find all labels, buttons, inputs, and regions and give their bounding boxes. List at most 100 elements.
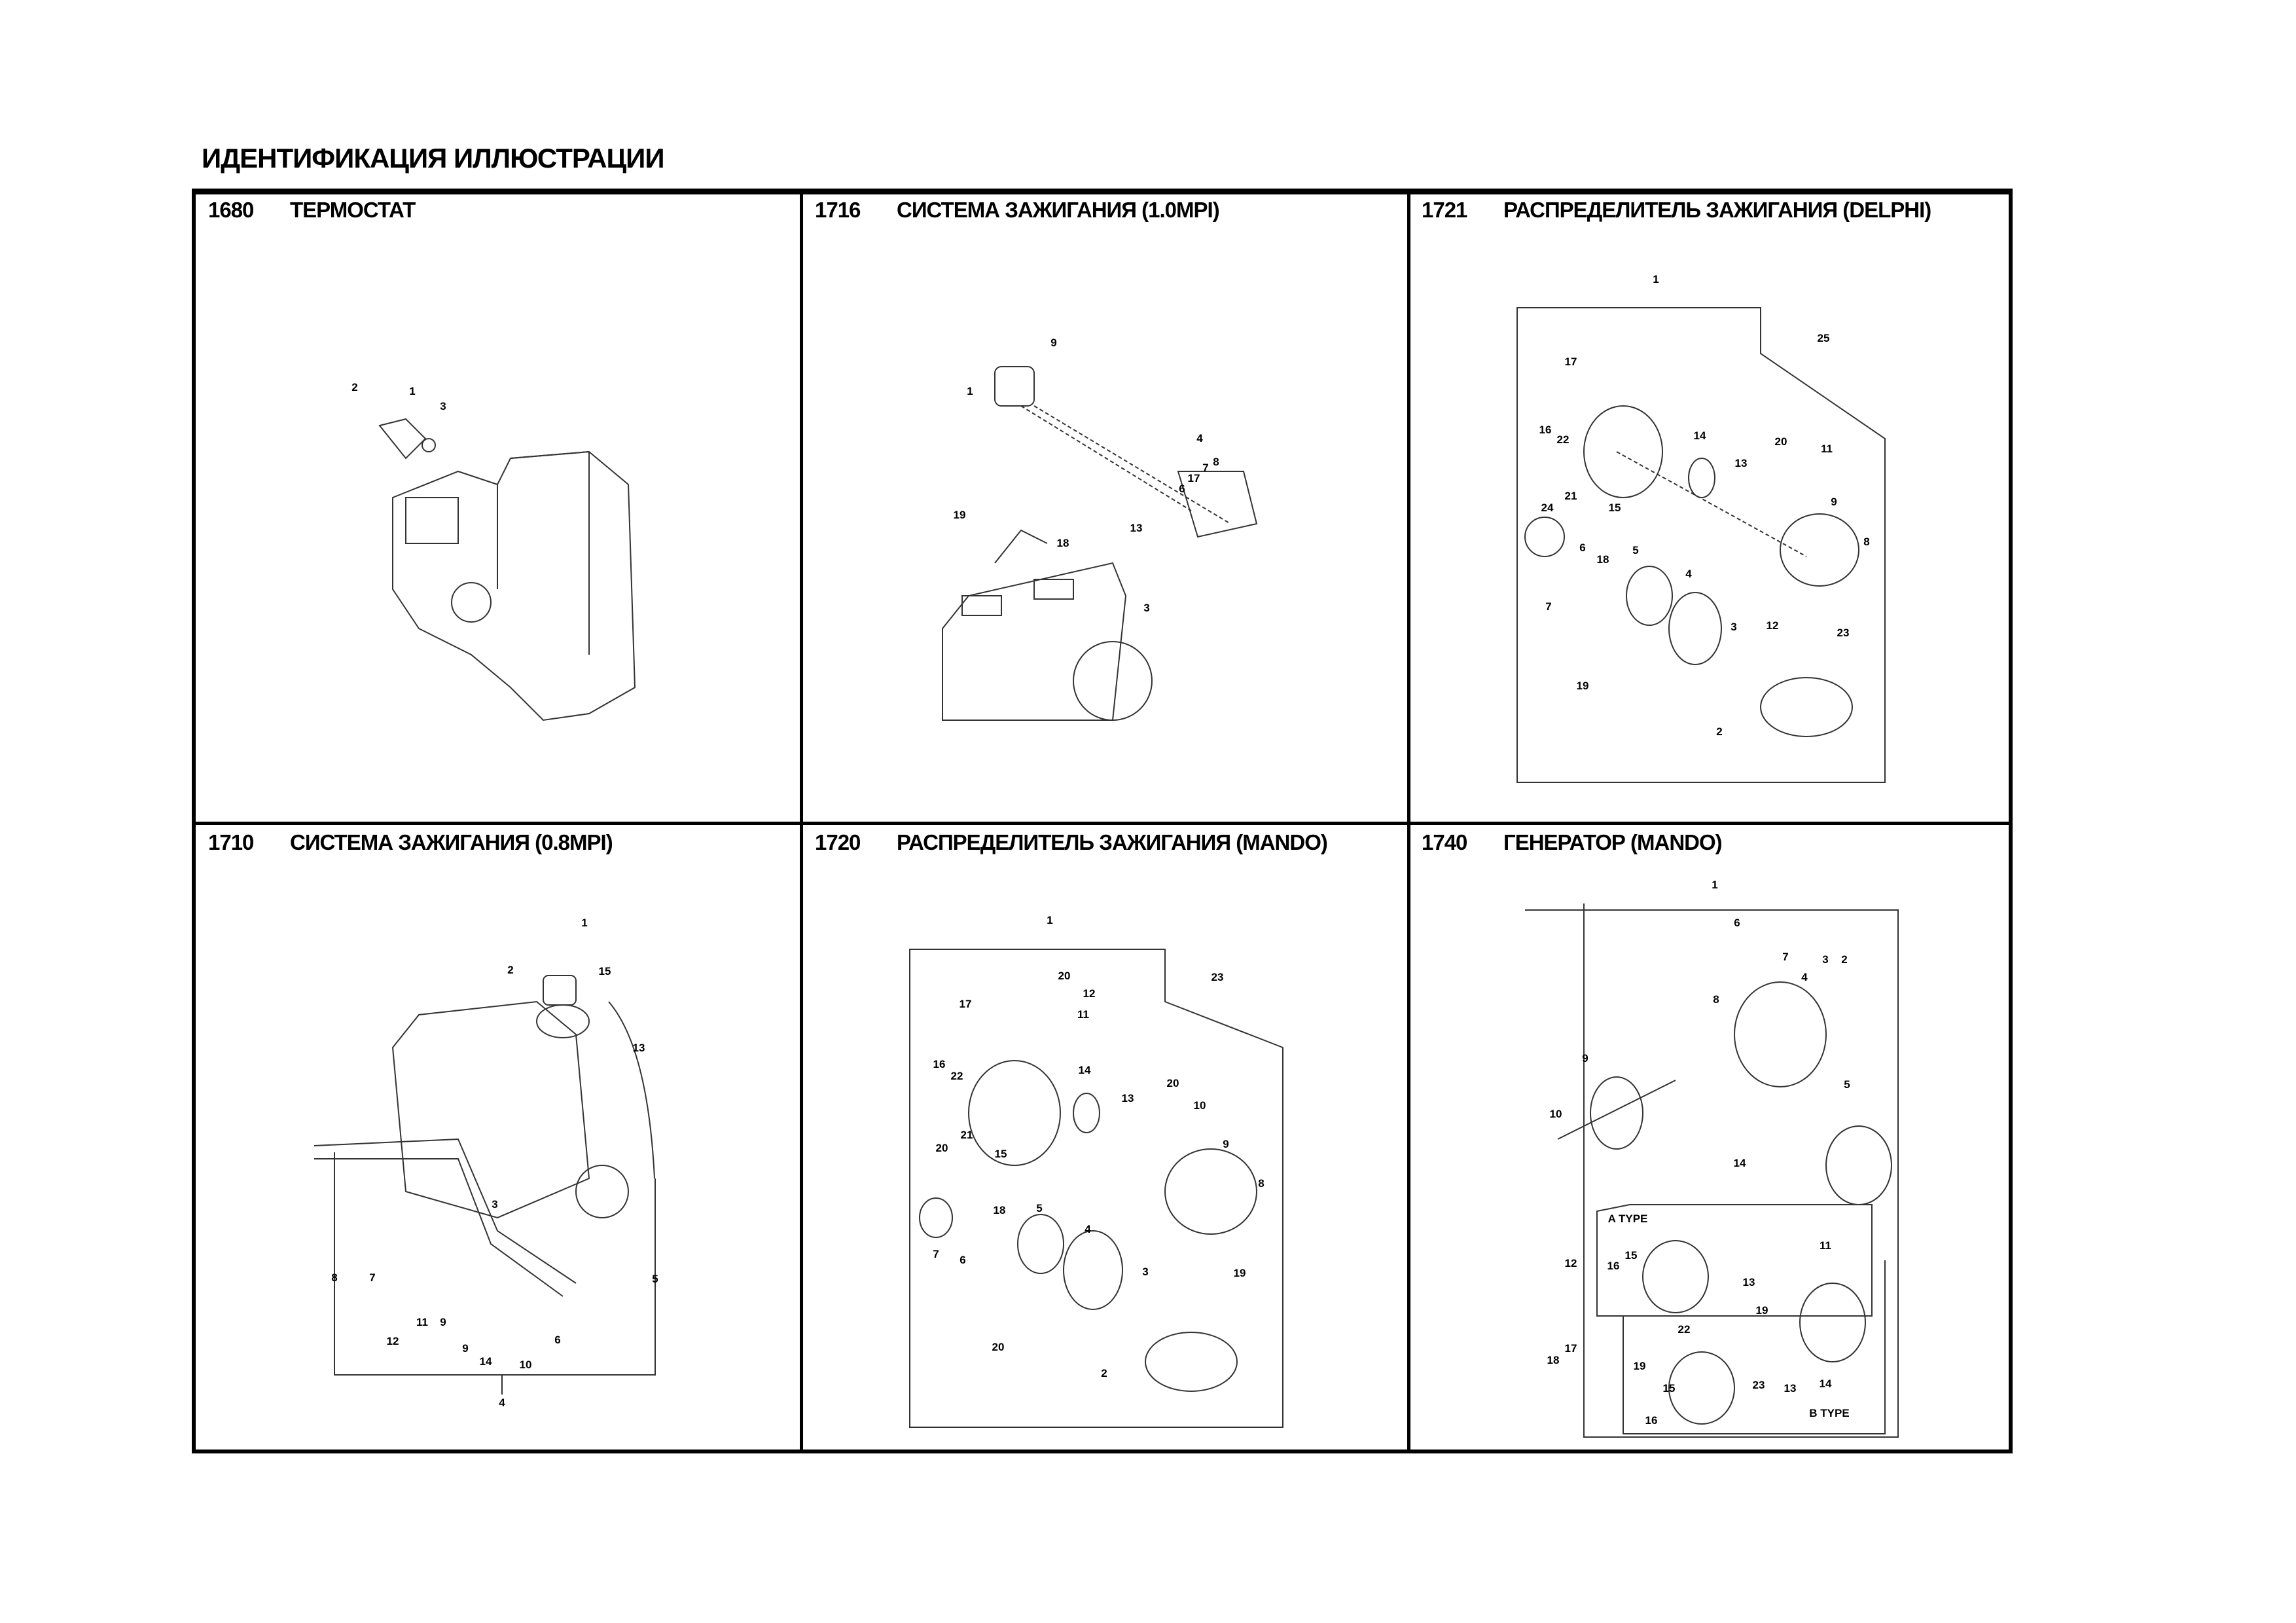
callout-number: 9: [1223, 1138, 1229, 1150]
document-title: ИДЕНТИФИКАЦИЯ ИЛЛЮСТРАЦИИ: [202, 143, 665, 173]
callout-number: 25: [1817, 332, 1830, 344]
panel-1716-header: 1716 СИСТЕМА ЗАЖИГАНИЯ (1.0MPI): [815, 198, 1220, 223]
callout-number: 15: [598, 965, 611, 977]
callout-number: 9: [1050, 337, 1057, 349]
callout-number: 4: [1196, 432, 1203, 445]
ignition-1mpi-drawing: [942, 366, 1258, 721]
callout-number: 9: [1582, 1052, 1588, 1065]
panel-1680-header: 1680 ТЕРМОСТАТ: [208, 198, 416, 223]
callout-number: 7: [933, 1248, 939, 1260]
callout-number: 23: [1211, 971, 1224, 983]
callout-number: 11: [1820, 1239, 1831, 1252]
callout-number: 4: [1085, 1223, 1091, 1235]
callout-number: 7: [1202, 462, 1209, 474]
generator-mando-drawing: [1525, 903, 1899, 1438]
callout-number: 15: [1624, 1249, 1638, 1262]
callout-number: 4: [1801, 971, 1808, 983]
callout-number: A TYPE: [1607, 1213, 1648, 1225]
callout-number: 13: [1734, 457, 1748, 469]
callout-number: 1: [1712, 879, 1718, 891]
callout-number: 16: [1539, 424, 1552, 436]
panel-title: ТЕРМОСТАТ: [290, 198, 416, 222]
callout-number: 4: [499, 1396, 505, 1409]
divider: [196, 822, 2009, 825]
panel-number: 1740: [1422, 830, 1467, 854]
panel-number: 1710: [208, 830, 254, 854]
callout-number: 8: [1863, 536, 1870, 548]
callout-number: 5: [1844, 1078, 1850, 1091]
callout-number: 10: [1549, 1108, 1562, 1120]
panel-title: СИСТЕМА ЗАЖИГАНИЯ (0.8MPI): [290, 830, 613, 854]
callout-number: 3: [1143, 602, 1150, 614]
callout-number: 11: [1077, 1008, 1089, 1021]
panel-number: 1721: [1422, 198, 1467, 222]
callout-number: 16: [1645, 1414, 1658, 1427]
callout-number: 20: [1058, 970, 1071, 982]
callout-number: 11: [1821, 443, 1833, 455]
callout-number: 8: [1713, 993, 1719, 1006]
illustration-grid: [192, 189, 2013, 1453]
callout-number: 9: [462, 1342, 469, 1355]
panel-1710-header: 1710 СИСТЕМА ЗАЖИГАНИЯ (0.8MPI): [208, 830, 613, 855]
callout-number: 23: [1837, 627, 1850, 639]
callout-number: 21: [960, 1129, 973, 1141]
callout-number: 2: [351, 381, 358, 393]
callout-number: 10: [519, 1359, 532, 1371]
callout-number: 1: [967, 385, 973, 397]
callout-number: 3: [1731, 621, 1737, 633]
callout-number: 14: [1693, 429, 1706, 442]
callout-number: 5: [1632, 544, 1639, 556]
callout-number: 16: [1607, 1260, 1620, 1272]
callout-number: 17: [1564, 356, 1577, 368]
callout-number: 12: [1083, 987, 1096, 1000]
panel-title: СИСТЕМА ЗАЖИГАНИЯ (1.0MPI): [897, 198, 1220, 222]
callout-number: 12: [1564, 1257, 1577, 1269]
panel-title: РАСПРЕДЕЛИТЕЛЬ ЗАЖИГАНИЯ (DELPHI): [1503, 198, 1931, 222]
callout-number: 22: [1556, 433, 1570, 446]
callout-number: 18: [1596, 553, 1609, 566]
callout-number: 20: [992, 1341, 1005, 1353]
callout-number: 14: [1733, 1157, 1746, 1169]
callout-number: 1: [409, 385, 416, 397]
callout-number: 8: [331, 1271, 338, 1284]
callout-number: 11: [416, 1316, 428, 1328]
callout-number: 5: [652, 1273, 658, 1285]
callout-number: 13: [1130, 522, 1143, 534]
callout-number: 17: [1564, 1342, 1577, 1355]
callout-number: 24: [1541, 501, 1554, 514]
callout-number: 6: [1579, 541, 1586, 554]
callout-number: 1: [581, 917, 588, 929]
callout-number: 4: [1685, 568, 1692, 580]
panel-number: 1680: [208, 198, 254, 222]
callout-number: 15: [1608, 501, 1621, 514]
callout-number: 13: [1121, 1092, 1134, 1104]
callout-number: 2: [507, 964, 514, 976]
callout-number: 18: [993, 1204, 1006, 1216]
panel-number: 1716: [815, 198, 861, 222]
callout-number: 5: [1036, 1202, 1043, 1214]
panel-number: 1720: [815, 830, 861, 854]
callout-number: 3: [440, 400, 446, 412]
callout-number: 18: [1056, 537, 1069, 549]
callout-number: 17: [959, 998, 972, 1010]
callout-number: 6: [1734, 917, 1740, 929]
callout-number: 19: [953, 509, 966, 521]
callout-number: 15: [994, 1148, 1007, 1160]
callout-number: 10: [1193, 1099, 1206, 1112]
ignition-08mpi-drawing: [314, 975, 656, 1395]
callout-number: 8: [1213, 456, 1219, 468]
callout-number: 22: [950, 1070, 963, 1082]
callout-number: 20: [1774, 435, 1787, 448]
callout-number: B TYPE: [1809, 1407, 1850, 1419]
callout-number: 3: [1822, 953, 1829, 966]
callout-number: 9: [440, 1316, 446, 1328]
callout-number: 13: [1742, 1276, 1755, 1288]
callout-number: 20: [1166, 1077, 1179, 1089]
callout-number: 13: [632, 1042, 645, 1054]
callout-number: 2: [1101, 1367, 1107, 1379]
callout-number: 7: [369, 1271, 376, 1284]
callout-number: 6: [554, 1334, 561, 1346]
callout-number: 6: [1179, 483, 1185, 495]
distributor-mando-drawing: [909, 949, 1283, 1428]
